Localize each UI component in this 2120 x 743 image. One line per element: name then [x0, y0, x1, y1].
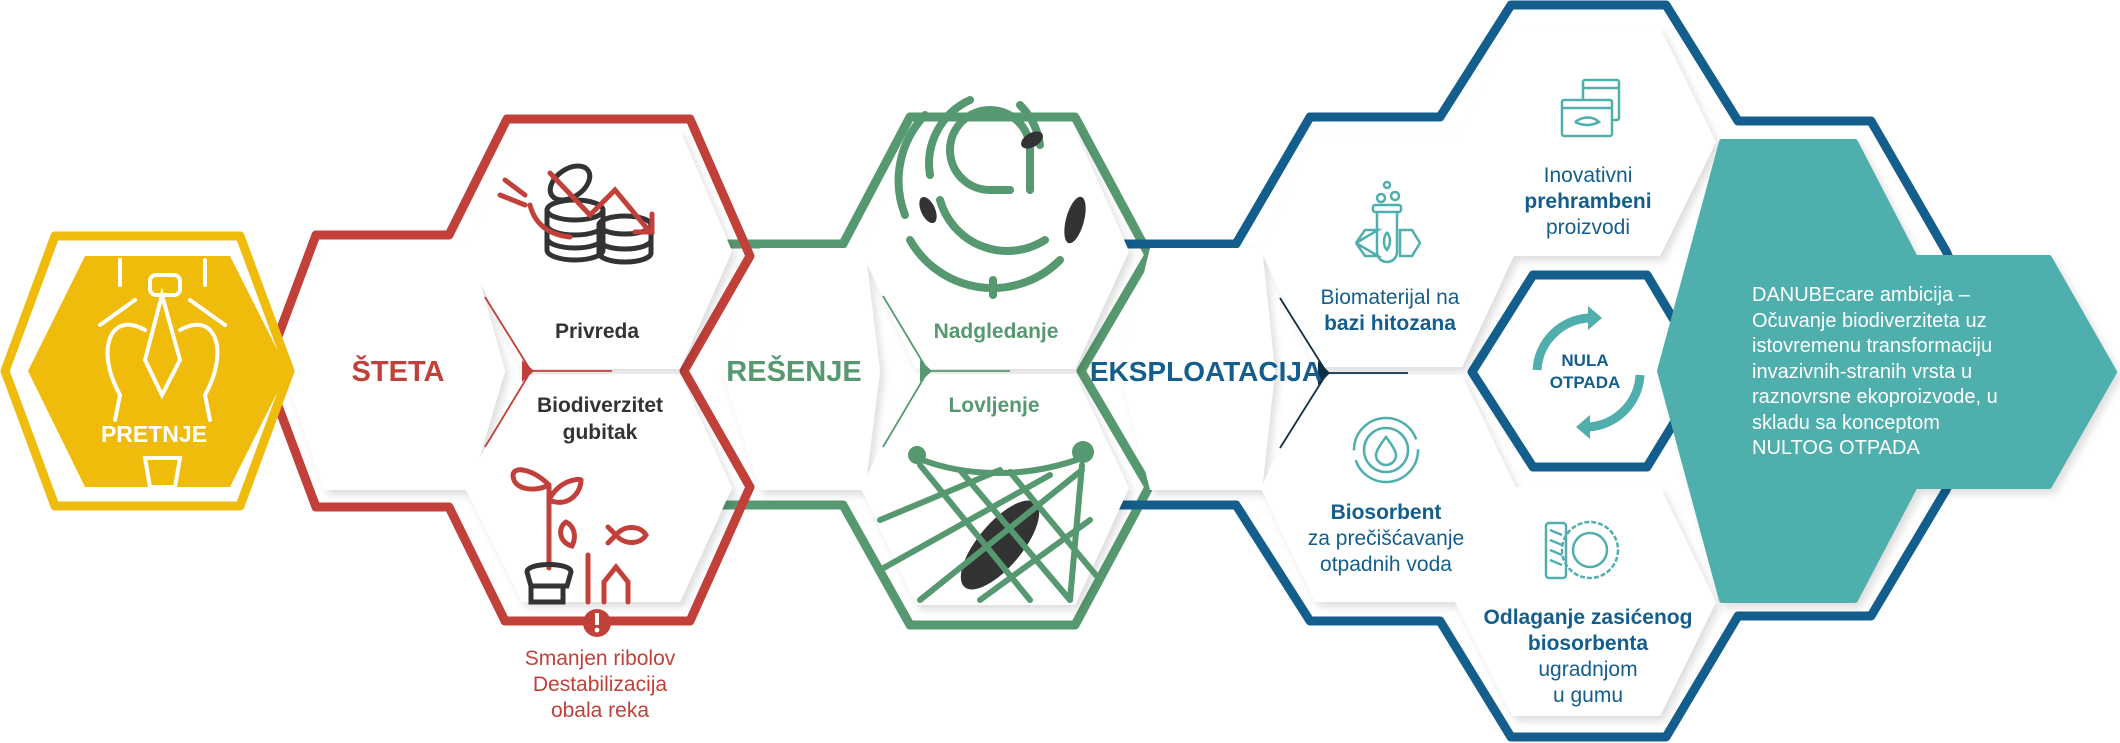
zero-waste-line1: NULA [1561, 351, 1608, 370]
consequence-3: obala reka [551, 699, 649, 722]
consequence-1: Smanjen ribolov [525, 647, 676, 670]
food-line3: proizvodi [1546, 216, 1630, 239]
zero-waste-outline [1467, 270, 1710, 472]
recycle-arrowhead-bottom [1576, 415, 1590, 439]
exclamation-dot [594, 627, 600, 633]
damage-hex [283, 246, 505, 490]
exploitation-connector-arrow [1318, 361, 1330, 385]
biosorbent-line1: Biosorbent [1331, 501, 1442, 524]
disposal-line3: ugradnjom [1538, 658, 1637, 681]
solution-connector-arrow [920, 360, 932, 382]
flask-icon [1354, 180, 1422, 264]
solution-label: REŠENJE [726, 354, 861, 388]
threat-hex [28, 256, 288, 487]
solution-outline [700, 112, 1154, 630]
target-icon [894, 96, 1064, 299]
ambition-line-3: istovremenu transformaciju [1752, 335, 1992, 357]
disposal-line4: u gumu [1553, 684, 1623, 707]
catching-label: Lovljenje [948, 394, 1039, 417]
consequence-2: Destabilizacija [533, 673, 668, 696]
crayfish-icon [98, 258, 227, 489]
net-icon [877, 441, 1103, 603]
biodiversity-label-line2: gubitak [563, 421, 638, 444]
ambition-line-5: raznovrsne ekoproizvode, u [1752, 386, 1998, 408]
biosorbent-line2: za prečišćavanje [1308, 527, 1464, 550]
recycle-arrows-icon [1532, 313, 1645, 432]
food-hex [1455, 28, 1716, 256]
exploitation-label: EKSPLOATACIJA [1090, 356, 1322, 387]
ambition-hex [1657, 139, 2117, 603]
tire-icon [1544, 520, 1620, 580]
exclamation-mark [595, 613, 599, 625]
ambition-line-6: skladu sa konceptom [1752, 412, 1940, 434]
recycle-arrowhead-top [1588, 306, 1602, 330]
solution-hex [722, 248, 880, 490]
monitoring-label: Nadgledanje [934, 320, 1059, 343]
disposal-line2: biosorbenta [1528, 632, 1648, 655]
white-hex-tiles [283, 28, 1716, 716]
catching-hex [861, 374, 1129, 605]
biosorbent-hex [1261, 375, 1516, 602]
ambition-line-1: DANUBEcare ambicija – [1752, 284, 1971, 306]
biomaterial-line1: Biomaterijal na [1321, 286, 1460, 309]
food-line2: prehrambeni [1524, 190, 1651, 213]
ambition-line-2: Očuvanje biodiverziteta uz [1752, 310, 1987, 332]
exploitation-hex [1120, 248, 1275, 490]
ambition-line-4: invazivnih-stranih vrsta u [1752, 361, 1972, 383]
sprout-fish-icon [510, 467, 649, 605]
disposal-hex [1455, 487, 1716, 716]
threat-label: PRETNJE [101, 421, 207, 447]
damage-label: ŠTETA [352, 354, 445, 388]
damage-connector-arrow [522, 360, 534, 382]
food-line1: Inovativni [1544, 164, 1633, 187]
damage-outline [260, 114, 755, 626]
water-drop-cycle-icon [1352, 416, 1420, 484]
biodiversity-hex [465, 374, 732, 602]
zero-waste-line2: OTPADA [1550, 373, 1621, 392]
biomaterial-hex [1261, 137, 1516, 367]
crayfish-silhouettes-icon [919, 131, 1086, 244]
biodiversity-label-line1: Biodiverzitet [537, 394, 663, 417]
disposal-line1: Odlaganje zasićenog [1484, 606, 1693, 629]
falling-coins-icon [497, 163, 655, 265]
cans-icon [1560, 78, 1621, 138]
ambition-line-7: NULTOG OTPADA [1752, 437, 1920, 459]
biomaterial-line2: bazi hitozana [1324, 312, 1456, 335]
ambition-text: DANUBEcare ambicija – Očuvanje biodiverz… [1752, 284, 1998, 459]
economy-label: Privreda [555, 320, 639, 343]
biosorbent-line3: otpadnih voda [1320, 553, 1452, 576]
